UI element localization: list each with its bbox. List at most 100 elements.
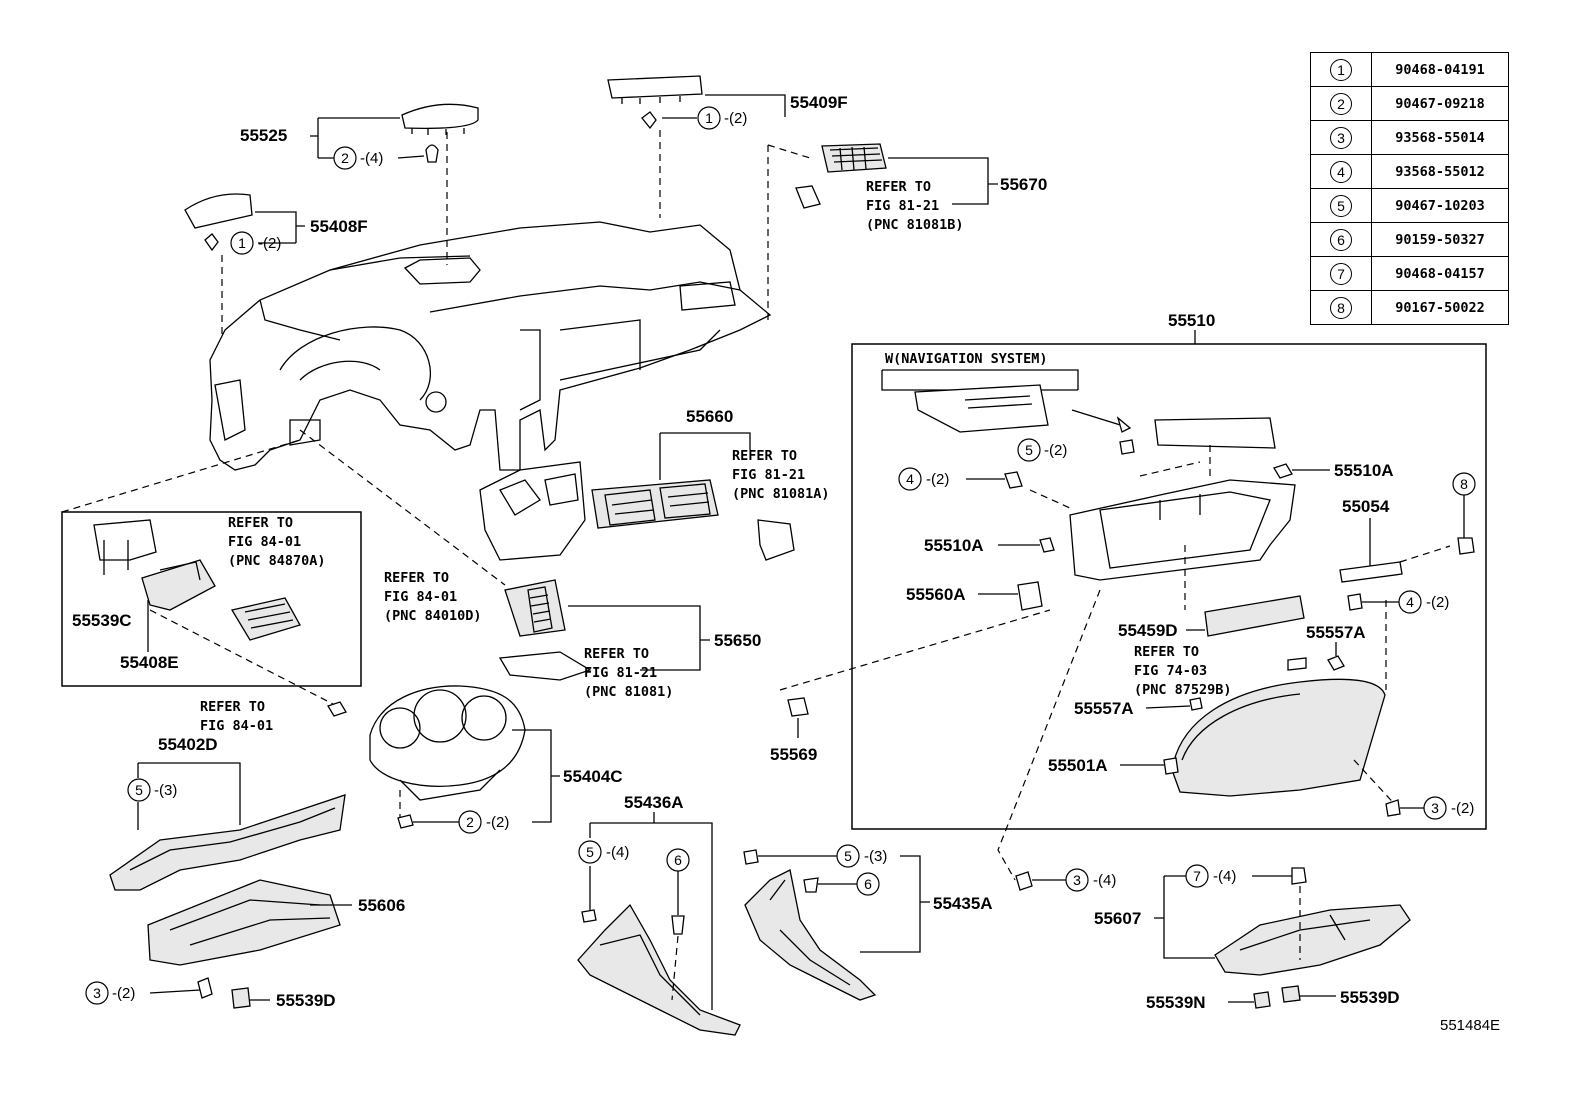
ref-line: (PNC 81081B) [866,217,964,233]
part-84870A-switch [230,597,301,641]
part-55402D[interactable] [109,794,346,891]
legend-row: 2 90467-09218 [1310,86,1509,121]
legend-key-number: 2 [1330,92,1352,115]
part-55501A-glove-door[interactable] [1171,678,1386,797]
part-81081 [498,651,592,681]
clip-55525 [425,144,439,163]
part-55539D-left[interactable] [231,987,251,1009]
callout-num: 3 [1073,872,1081,888]
ref-r1: REFER TO FIG 81-21 (PNC 81081B) [866,179,964,233]
part-55436A[interactable] [577,903,741,1036]
label-55569[interactable]: 55569 [770,745,817,764]
part-55408F[interactable] [184,193,253,229]
ref-line: REFER TO [200,699,265,715]
callout-num: 4 [906,471,914,487]
label-55054[interactable]: 55054 [1342,497,1390,516]
part-55054-damper[interactable] [1339,518,1403,583]
ref-r2: REFER TO FIG 81-21 (PNC 81081A) [732,448,830,502]
label-55408E[interactable]: 55408E [120,653,179,672]
legend-part-number[interactable]: 90159-50327 [1371,222,1509,257]
callout-qty: -(2) [486,814,509,831]
callout-qty: -(2) [926,471,949,488]
label-55435A[interactable]: 55435A [933,894,993,913]
part-55510-glove-box-housing[interactable] [1069,479,1296,581]
callout-num: 4 [1406,594,1414,610]
label-55501A[interactable]: 55501A [1048,756,1108,775]
callout-num: 1 [705,110,713,126]
legend-key-cell: 5 [1310,188,1372,223]
callout-c9: 5 -(3) [127,778,177,802]
ref-line: (PNC 84010D) [384,608,482,624]
label-55510A-top[interactable]: 55510A [1334,461,1394,480]
label-55539D-left[interactable]: 55539D [276,991,336,1010]
part-55408E[interactable] [141,559,216,611]
callout-c12: 6 [666,848,690,1001]
part-55660-cluster-left [479,461,586,561]
part-55539C[interactable] [93,519,157,575]
label-55525[interactable]: 55525 [240,126,287,145]
clip-55501A [1163,757,1179,775]
callout-num: 3 [93,985,101,1001]
callout-qty: -(4) [606,844,629,861]
legend-part-number[interactable]: 93568-55014 [1371,120,1509,155]
screw-55606 [197,977,213,999]
legend-part-number[interactable]: 90467-10203 [1371,188,1509,223]
clip-55408F [204,233,219,252]
label-55409F[interactable]: 55409F [790,93,848,112]
legend-part-number[interactable]: 90167-50022 [1371,290,1509,325]
screw-84-01 [327,701,347,717]
label-55539D-right[interactable]: 55539D [1340,988,1400,1007]
label-55606[interactable]: 55606 [358,896,405,915]
part-55409F[interactable] [607,75,703,104]
label-55560A[interactable]: 55560A [906,585,966,604]
legend-part-number[interactable]: 90468-04191 [1371,52,1509,87]
part-55459D[interactable] [1204,595,1305,637]
label-55557A-right[interactable]: 55557A [1306,623,1366,642]
label-55607[interactable]: 55607 [1094,909,1141,928]
part-55539D-right[interactable] [1281,985,1301,1003]
diagram-id: 551484E [1440,1017,1500,1034]
label-55510[interactable]: 55510 [1168,311,1215,330]
callout-num: 5 [844,848,852,864]
leader-55569 [779,609,1051,691]
label-55408F[interactable]: 55408F [310,217,368,236]
detail-box-55408E [61,511,362,687]
ref-line: FIG 84-01 [384,589,457,605]
part-55560A[interactable] [1017,581,1043,611]
part-55607[interactable] [1214,904,1411,976]
legend-key-number: 5 [1330,194,1352,217]
legend-part-number[interactable]: 90467-09218 [1371,86,1509,121]
label-55539C[interactable]: 55539C [72,611,132,630]
part-55525[interactable] [401,103,479,135]
part-55539N[interactable] [1253,991,1271,1009]
label-55402D[interactable]: 55402D [158,735,218,754]
callout-c13: 5 -(3) [743,844,887,868]
label-55650[interactable]: 55650 [714,631,761,650]
label-55459D[interactable]: 55459D [1118,621,1178,640]
label-55660[interactable]: 55660 [686,407,733,426]
ref-line: FIG 84-01 [228,534,301,550]
legend-part-number[interactable]: 93568-55012 [1371,154,1509,189]
part-55670-sub [795,185,821,209]
leader-55670 [767,144,811,320]
part-55606[interactable] [147,879,341,966]
label-55557A-left[interactable]: 55557A [1074,699,1134,718]
legend-key-cell: 4 [1310,154,1372,189]
label-55404C[interactable]: 55404C [563,767,623,786]
part-55435A[interactable] [744,869,877,1001]
legend-key-cell: 1 [1310,52,1372,87]
label-55670[interactable]: 55670 [1000,175,1047,194]
legend-key-number: 1 [1330,58,1352,81]
part-55670-register[interactable] [821,143,887,173]
part-55660-register[interactable] [591,479,719,529]
part-55569[interactable] [787,697,809,717]
legend-part-number[interactable]: 90468-04157 [1371,256,1509,291]
label-55539N[interactable]: 55539N [1146,993,1206,1012]
leader-screw-3 [997,589,1101,881]
ref-line: REFER TO [228,515,293,531]
label-55510A-left[interactable]: 55510A [924,536,984,555]
part-55404C[interactable] [369,685,526,801]
label-55436A[interactable]: 55436A [624,793,684,812]
part-55650-register[interactable] [504,579,566,637]
